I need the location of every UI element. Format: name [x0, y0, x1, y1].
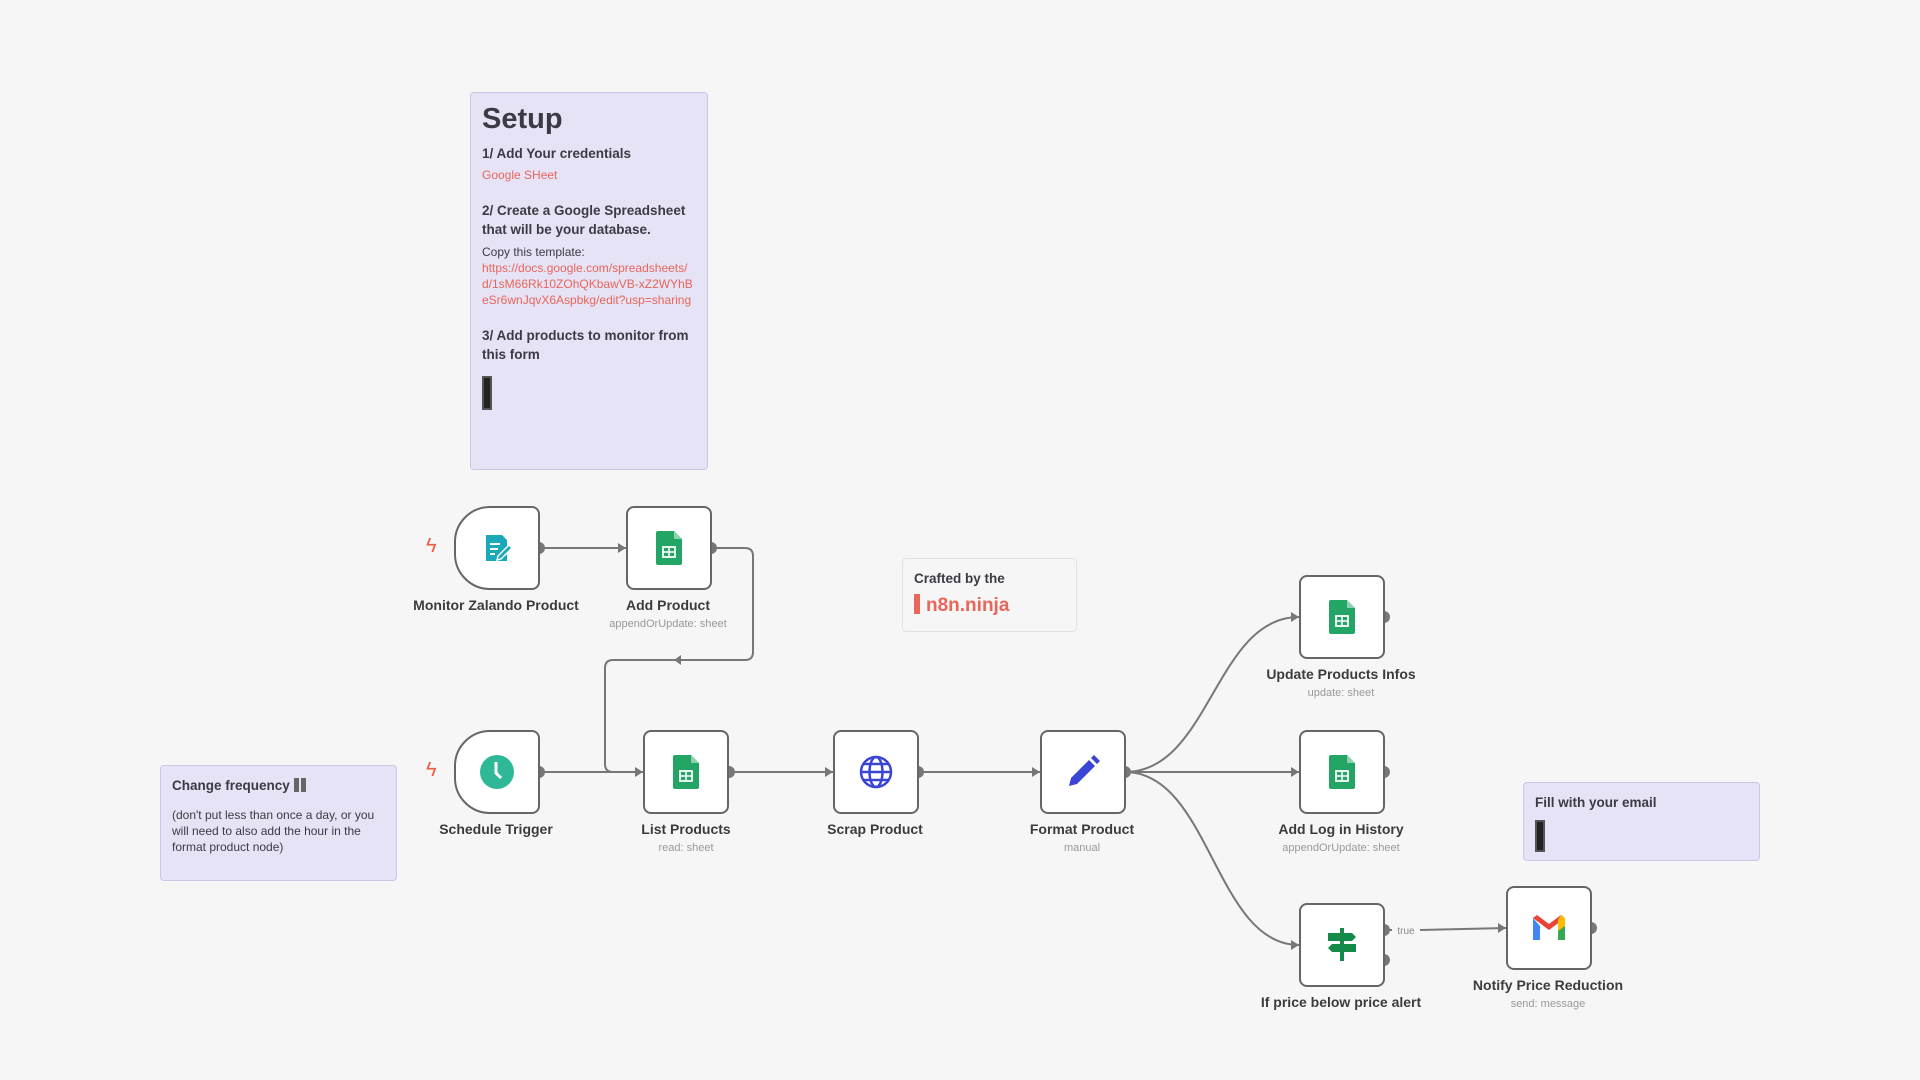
google-sheets-icon — [656, 531, 682, 565]
node-label: Add Log in History — [1278, 821, 1404, 837]
edge-label-true: true — [1397, 926, 1415, 937]
node-subtitle: read: sheet — [658, 842, 714, 854]
node-subtitle: update: sheet — [1307, 687, 1375, 699]
setup-step1: 1/ Add Your credentials — [482, 146, 632, 161]
setup-note[interactable]: Setup 1/ Add Your credentials Google SHe… — [470, 92, 708, 470]
frequency-body: (don't put less than once a day, or you … — [172, 808, 375, 854]
form-image-icon — [482, 376, 492, 410]
crafted-note[interactable]: Crafted by the n8n.ninja — [902, 558, 1077, 632]
copy-template-text: Copy this template: — [482, 245, 585, 259]
pencil-icon — [1069, 755, 1100, 786]
ninja-logo-icon — [914, 594, 920, 614]
node-add-product[interactable] — [626, 506, 712, 590]
node-add-log-in-history[interactable] — [1299, 730, 1385, 814]
setup-step2: 2/ Create a Google Spreadsheet that will… — [482, 203, 686, 237]
trigger-bolt-icon: ϟ — [426, 759, 437, 781]
google-sheets-icon — [1329, 755, 1355, 789]
edge-format-update — [1124, 616, 1300, 773]
template-link[interactable]: https://docs.google.com/spreadsheets/d/1… — [482, 261, 693, 307]
gmail-icon — [1533, 915, 1565, 940]
trigger-bolt-icon: ϟ — [426, 535, 437, 557]
signpost-icon — [1328, 928, 1356, 961]
crafted-title: Crafted by the — [914, 571, 1005, 586]
google-sheets-icon — [673, 755, 699, 789]
email-title: Fill with your email — [1535, 795, 1657, 810]
pause-emoji-icon — [293, 778, 306, 792]
node-label: Format Product — [1029, 821, 1135, 837]
node-label: Monitor Zalando Product — [413, 597, 579, 613]
clock-icon — [480, 755, 514, 789]
setup-step3: 3/ Add products to monitor from this for… — [482, 328, 689, 362]
frequency-note[interactable]: Change frequency (don't put less than on… — [160, 765, 397, 881]
node-label: Update Products Infos — [1266, 666, 1416, 682]
node-scrap-product[interactable] — [833, 730, 919, 814]
email-note[interactable]: Fill with your email — [1523, 782, 1760, 861]
frequency-title: Change frequency — [172, 778, 290, 793]
node-subtitle: appendOrUpdate: sheet — [609, 618, 727, 630]
node-schedule-trigger[interactable] — [454, 730, 540, 814]
globe-icon — [859, 755, 893, 789]
node-format-product[interactable] — [1040, 730, 1126, 814]
node-notify-price-reduction[interactable] — [1506, 886, 1592, 970]
edge-format-if — [1124, 771, 1300, 946]
node-monitor-zalando-product[interactable] — [454, 506, 540, 590]
node-if-price-below-alert[interactable] — [1299, 903, 1385, 987]
google-sheets-icon — [1329, 600, 1355, 634]
google-sheet-link[interactable]: Google SHeet — [482, 168, 558, 182]
setup-title: Setup — [482, 103, 563, 135]
node-label: Schedule Trigger — [439, 821, 553, 837]
node-list-products[interactable] — [643, 730, 729, 814]
node-subtitle: appendOrUpdate: sheet — [1282, 842, 1400, 854]
node-subtitle: manual — [1063, 842, 1101, 854]
node-label: Notify Price Reduction — [1472, 977, 1624, 993]
node-subtitle: send: message — [1510, 998, 1586, 1010]
email-image-icon — [1535, 820, 1545, 852]
node-update-products-infos[interactable] — [1299, 575, 1385, 659]
form-icon — [486, 535, 514, 562]
brand-link[interactable]: n8n.ninja — [926, 595, 1010, 616]
node-label: Scrap Product — [827, 821, 923, 837]
node-label: List Products — [641, 821, 731, 837]
node-label: Add Product — [626, 597, 710, 613]
node-label: If price below price alert — [1260, 994, 1422, 1010]
